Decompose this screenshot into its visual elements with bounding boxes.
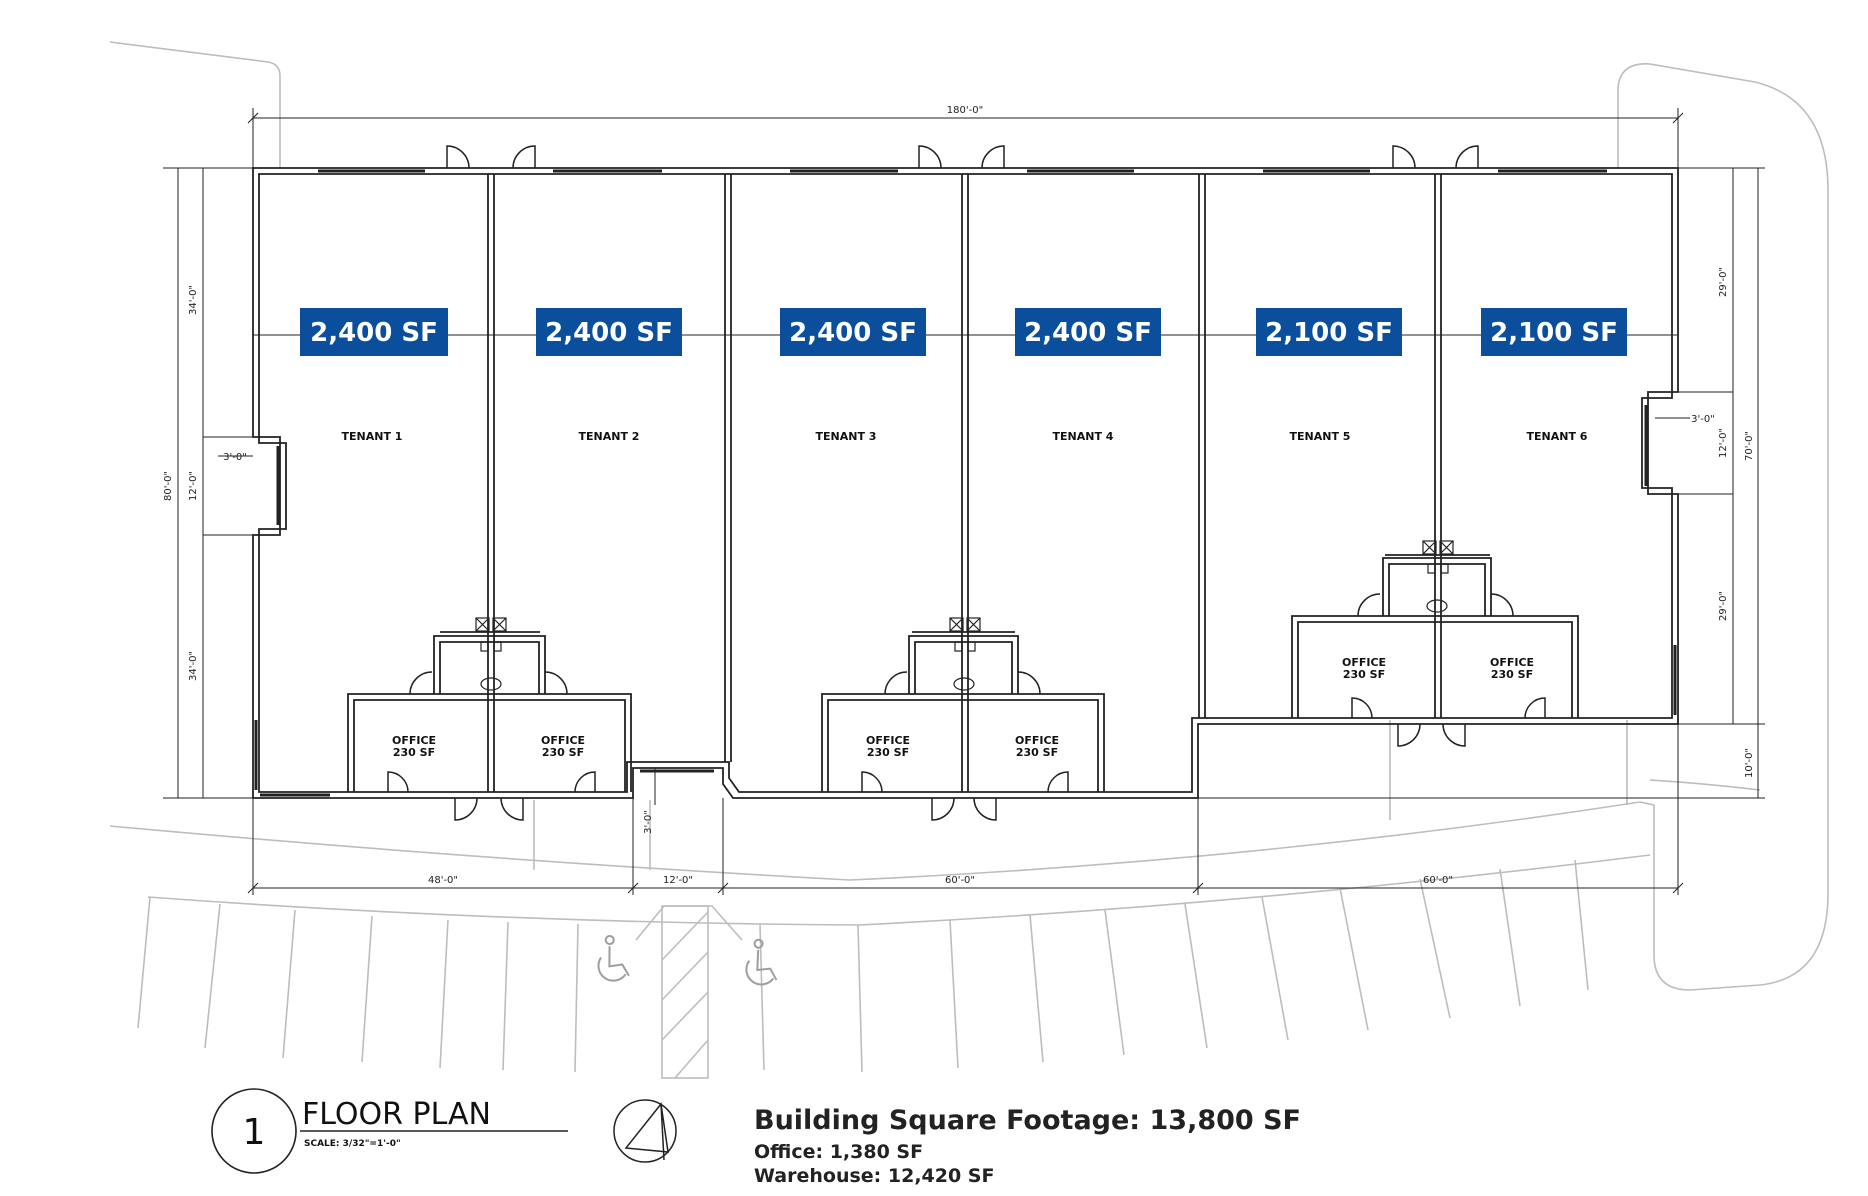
area-badge-text: 2,400 SF <box>1024 318 1152 348</box>
tenant-label: TENANT 1 <box>342 430 403 443</box>
building-walls <box>252 167 1679 799</box>
dim-left-mid: 12'-0" <box>188 471 199 501</box>
dim-right-door-offset: 3'-0" <box>1691 414 1715 425</box>
dim-notch-depth: 3'-0" <box>643 810 654 834</box>
accessible-parking-icon <box>597 935 630 982</box>
dim-left-top: 34'-0" <box>188 285 199 315</box>
tenant-label: TENANT 6 <box>1527 430 1588 443</box>
office-label: OFFICE <box>1015 734 1059 747</box>
dim-right-mid: 12'-0" <box>1718 428 1729 458</box>
tenant-labels: TENANT 1 TENANT 2 TENANT 3 TENANT 4 TENA… <box>342 430 1588 443</box>
area-badge-text: 2,400 SF <box>545 318 673 348</box>
north-arrow-icon <box>613 1099 677 1163</box>
title-block: 1 FLOOR PLAN SCALE: 3/32"=1'-0" <box>211 1088 568 1174</box>
doors <box>387 145 1546 821</box>
office-area: 230 SF <box>542 746 584 759</box>
drawing-title: FLOOR PLAN <box>302 1097 491 1132</box>
dim-left-door-offset: 3'-0" <box>223 452 247 463</box>
storefront-windows <box>254 169 1677 797</box>
area-badge-text: 2,100 SF <box>1265 318 1393 348</box>
site-context <box>109 41 1829 1079</box>
office-area: 230 SF <box>393 746 435 759</box>
dim-bottom-seg1: 48'-0" <box>428 875 458 886</box>
drawing-scale: SCALE: 3/32"=1'-0" <box>304 1139 401 1149</box>
dim-bottom-seg4: 60'-0" <box>1423 875 1453 886</box>
office-label: OFFICE <box>866 734 910 747</box>
office-label: OFFICE <box>1490 656 1534 669</box>
accessible-parking-icon <box>745 938 778 986</box>
office-label: OFFICE <box>1342 656 1386 669</box>
office-area: 230 SF <box>1016 746 1058 759</box>
area-badge-text: 2,100 SF <box>1490 318 1618 348</box>
dim-bottom-seg2: 12'-0" <box>663 875 693 886</box>
dim-bottom-seg3: 60'-0" <box>945 875 975 886</box>
drawing-number: 1 <box>243 1112 266 1153</box>
dim-overall-depth: 80'-0" <box>163 471 174 501</box>
warehouse-total: Warehouse: 12,420 SF <box>754 1165 994 1187</box>
dim-right-total: 70'-0" <box>1744 431 1755 461</box>
area-badge-text: 2,400 SF <box>789 318 917 348</box>
area-badge-text: 2,400 SF <box>310 318 438 348</box>
dim-right-step: 10'-0" <box>1744 748 1755 778</box>
tenant-label: TENANT 5 <box>1290 430 1351 443</box>
tenant-label: TENANT 4 <box>1053 430 1114 443</box>
area-badge <box>300 308 448 356</box>
dimension-labels: 180'-0" 34'-0" 12'-0" 34'-0" 80'-0" 3'-0… <box>163 105 1755 886</box>
tenant-label: TENANT 2 <box>579 430 640 443</box>
office-total: Office: 1,380 SF <box>754 1141 923 1163</box>
drawing-number-circle <box>211 1088 297 1174</box>
tenant-label: TENANT 3 <box>816 430 877 443</box>
area-badge <box>536 308 682 356</box>
office-labels: OFFICE 230 SF OFFICE 230 SF OFFICE 230 S… <box>392 656 1534 759</box>
office-area: 230 SF <box>867 746 909 759</box>
office-label: OFFICE <box>541 734 585 747</box>
building-summary: Building Square Footage: 13,800 SF Offic… <box>754 1105 1301 1187</box>
area-badge <box>1015 308 1161 356</box>
dim-right-bottom: 29'-0" <box>1718 591 1729 621</box>
area-badge <box>780 308 926 356</box>
office-area: 230 SF <box>1343 668 1385 681</box>
area-badge <box>1256 308 1402 356</box>
office-area: 230 SF <box>1491 668 1533 681</box>
restroom-fixtures <box>475 540 1454 691</box>
area-badges: 2,400 SF 2,400 SF 2,400 SF 2,400 SF 2,10… <box>300 308 1627 356</box>
dim-overall-width: 180'-0" <box>947 105 983 116</box>
building-square-footage: Building Square Footage: 13,800 SF <box>754 1105 1301 1136</box>
area-badge <box>1481 308 1627 356</box>
dimension-lines <box>163 108 1765 895</box>
dim-right-top: 29'-0" <box>1718 267 1729 297</box>
office-label: OFFICE <box>392 734 436 747</box>
dim-left-bottom: 34'-0" <box>188 651 199 681</box>
